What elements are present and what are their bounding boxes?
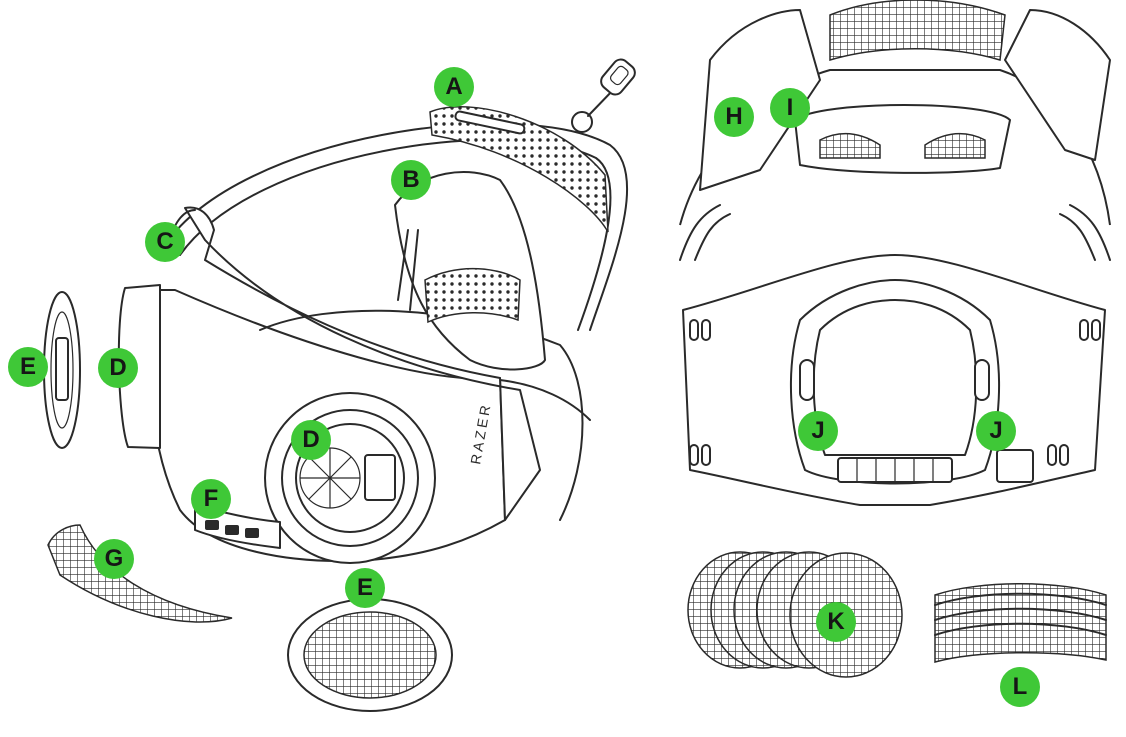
replacement-pads bbox=[934, 583, 1107, 663]
callout-f: F bbox=[191, 479, 231, 519]
callout-a: A bbox=[434, 67, 474, 107]
callout-j-left: J bbox=[798, 411, 838, 451]
callout-d-side-port: D bbox=[98, 348, 138, 388]
strap-adjuster bbox=[571, 58, 636, 133]
strap-cushion bbox=[429, 105, 609, 233]
nose-mesh bbox=[47, 524, 233, 623]
callout-g: G bbox=[94, 539, 134, 579]
face-seal-band bbox=[184, 206, 541, 521]
filter-cap-left bbox=[43, 291, 81, 449]
callout-e-side-cap: E bbox=[8, 347, 48, 387]
front-fan-port bbox=[264, 392, 436, 564]
callout-c: C bbox=[145, 222, 185, 262]
callout-h: H bbox=[714, 97, 754, 137]
mask-top-view bbox=[679, 0, 1111, 261]
mask-inside-view bbox=[682, 254, 1106, 506]
callout-b: B bbox=[391, 160, 431, 200]
callout-d-front-port: D bbox=[291, 420, 331, 460]
intake-port-left bbox=[117, 284, 161, 449]
replacement-filters bbox=[687, 551, 903, 678]
filter-cap-bottom bbox=[287, 598, 453, 712]
callout-l: L bbox=[1000, 667, 1040, 707]
callout-k: K bbox=[816, 602, 856, 642]
head-strap bbox=[164, 122, 629, 331]
callout-e-bottom-cap: E bbox=[345, 568, 385, 608]
callout-i: I bbox=[770, 88, 810, 128]
callout-j-right: J bbox=[976, 411, 1016, 451]
